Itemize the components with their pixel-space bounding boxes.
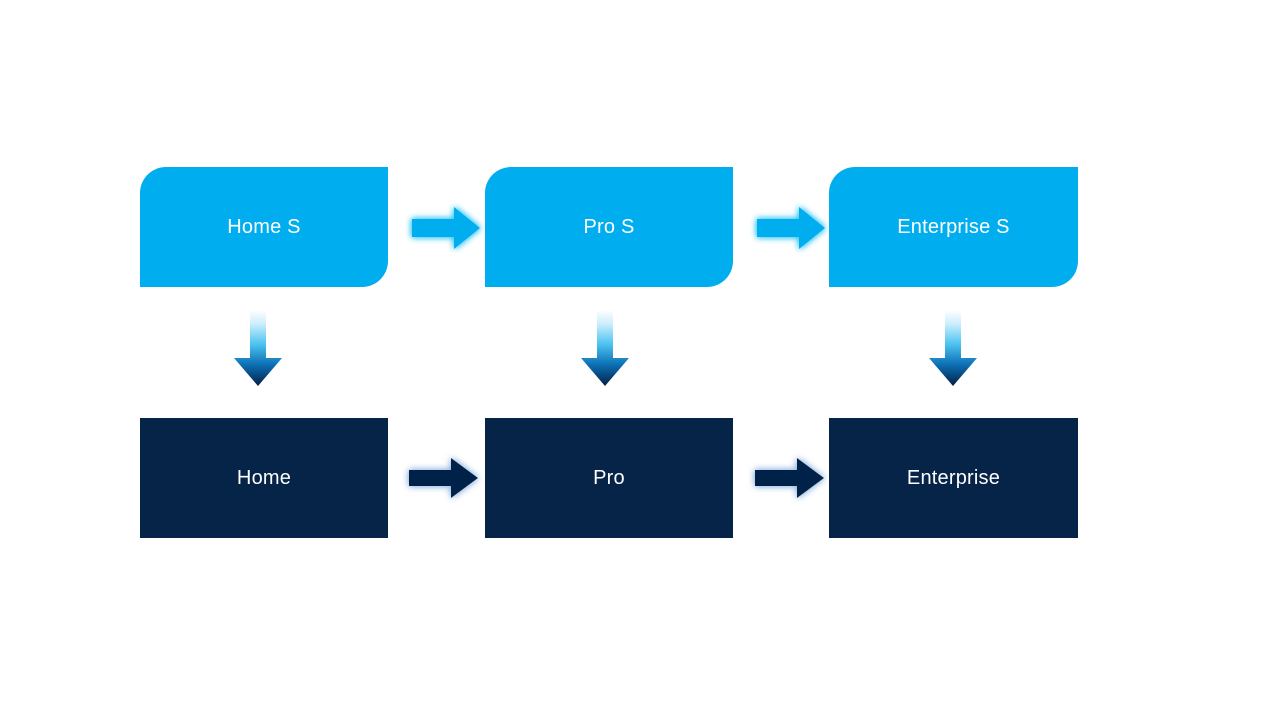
node-home-label: Home	[236, 467, 292, 489]
connector-pro-s-to-pro	[579, 310, 631, 388]
connector-home-s-to-home	[232, 310, 284, 388]
node-home[interactable]: Home	[140, 418, 388, 538]
connector-home-s-to-pro-s	[410, 205, 482, 251]
connector-pro-to-enterprise	[752, 455, 828, 501]
node-home-s-label: Home S	[227, 216, 301, 238]
connector-enterprise-s-to-enterprise	[927, 310, 979, 388]
arrow-right-icon	[755, 458, 824, 498]
connector-home-to-pro	[406, 455, 482, 501]
node-enterprise-s[interactable]: Enterprise S	[829, 167, 1078, 287]
node-pro[interactable]: Pro	[485, 418, 733, 538]
node-enterprise-label: Enterprise	[906, 467, 1001, 489]
arrow-down-icon	[581, 310, 629, 386]
node-pro-s-label: Pro S	[583, 216, 635, 238]
node-home-s[interactable]: Home S	[140, 167, 388, 287]
node-enterprise[interactable]: Enterprise	[829, 418, 1078, 538]
arrow-down-icon	[929, 310, 977, 386]
arrow-right-icon	[409, 458, 478, 498]
arrow-right-icon	[412, 207, 480, 249]
arrow-right-icon	[757, 207, 825, 249]
node-enterprise-s-label: Enterprise S	[897, 216, 1010, 238]
node-pro-s[interactable]: Pro S	[485, 167, 733, 287]
node-pro-label: Pro	[593, 467, 625, 489]
arrow-down-icon	[234, 310, 282, 386]
connector-pro-s-to-enterprise-s	[755, 205, 827, 251]
